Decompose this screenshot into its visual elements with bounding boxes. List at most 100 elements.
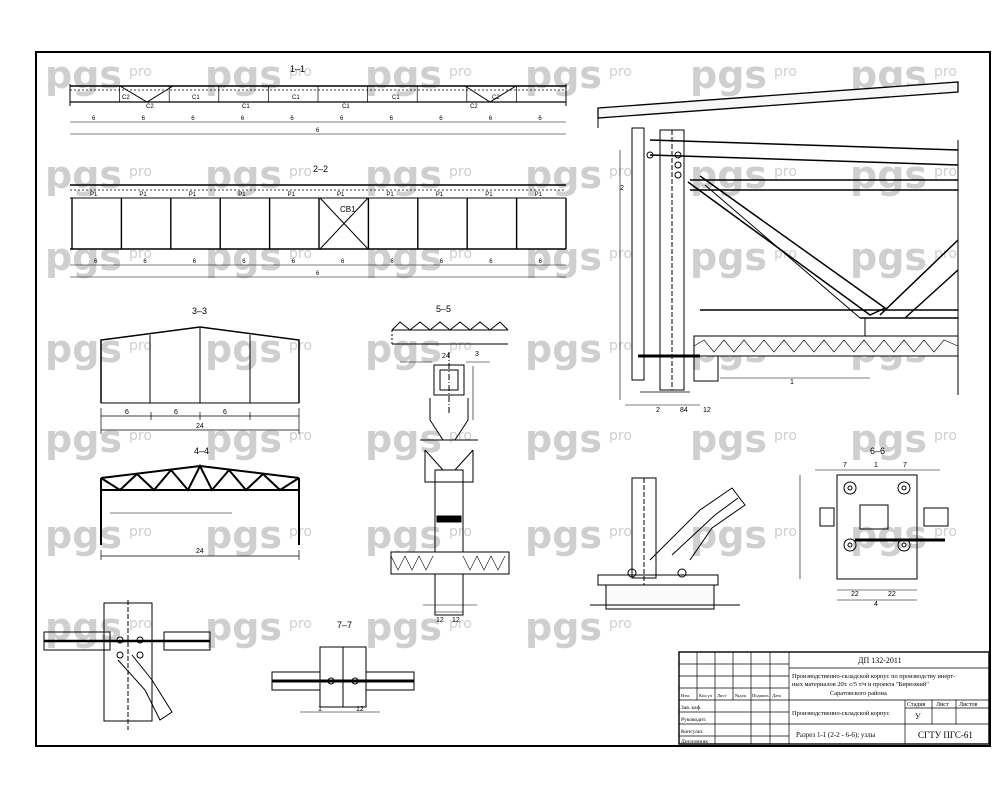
watermark-suffix: pro <box>289 338 312 354</box>
dim-6-6-d: 22 <box>851 591 859 598</box>
watermark-brand: pgs <box>205 417 282 461</box>
post-label: P1 <box>238 192 246 198</box>
post-label: P1 <box>288 192 296 198</box>
watermark-brand: pgs <box>205 605 282 649</box>
watermark-suffix: pro <box>449 524 472 540</box>
section-3-3-label: 3–3 <box>192 306 207 316</box>
watermark-brand: pgs <box>525 513 602 557</box>
sheet-header: Лист <box>936 702 949 708</box>
watermark-suffix: pro <box>609 338 632 354</box>
watermark-suffix: pro <box>289 64 312 80</box>
organization: СГТУ ПГС-61 <box>918 730 973 740</box>
dim-3-3-c: 6 <box>223 409 227 416</box>
title-block: ДП 132-2011 Производственно-складской ко… <box>678 651 990 745</box>
sheets-header: Листов <box>959 702 977 708</box>
watermark-suffix: pro <box>129 428 152 444</box>
section-1-1-label: 1–1 <box>290 64 305 74</box>
watermark-brand: pgs <box>365 513 442 557</box>
dim-4-4-total: 24 <box>196 548 204 555</box>
role-student: Дипломник <box>681 739 708 745</box>
watermark-brand: pgs <box>205 327 282 371</box>
post-label: P1 <box>535 192 543 198</box>
watermark-brand: pgs <box>690 53 767 97</box>
role-consultant: Консульт. <box>681 729 704 735</box>
stage-value: У <box>915 712 921 721</box>
dim-1-1-bay: 6 <box>290 116 294 122</box>
watermark-suffix: pro <box>449 338 472 354</box>
title-description-3: Саратовского района <box>830 690 887 697</box>
watermark-suffix: pro <box>289 616 312 632</box>
title-building: Производственно-складской корпус <box>792 710 890 717</box>
watermark-brand: pgs <box>45 513 122 557</box>
title-description-2: ных материалов 20т. с/5 т/ч и проекта "Б… <box>792 681 929 688</box>
watermark-suffix: pro <box>449 616 472 632</box>
brace-label: C1 <box>342 104 350 110</box>
watermark-brand: pgs <box>690 513 767 557</box>
section-5-5-label: 5–5 <box>436 304 451 314</box>
watermark-brand: pgs <box>365 417 442 461</box>
dim-2-2-bay: 6 <box>440 259 444 265</box>
detail-dim-b: 84 <box>680 407 688 414</box>
watermark-suffix: pro <box>129 616 152 632</box>
dim-1-1-total: 6 <box>316 128 320 134</box>
watermark-suffix: pro <box>449 428 472 444</box>
watermark-suffix: pro <box>289 428 312 444</box>
brace-label: C1 <box>392 95 400 101</box>
dim-1-1-bay: 6 <box>142 116 146 122</box>
detail-dim-e: 2 <box>620 185 624 192</box>
section-7-7: 7–7 <box>271 620 415 713</box>
dim-5-5-b: 3 <box>475 351 479 358</box>
watermark-suffix: pro <box>129 338 152 354</box>
watermark-brand: pgs <box>525 605 602 649</box>
brace-label: C1 <box>292 95 300 101</box>
watermark-suffix: pro <box>289 246 312 262</box>
col-izm: Изм. <box>681 693 690 698</box>
section-4-4-label: 4–4 <box>194 446 209 456</box>
section-7-7-label: 7–7 <box>337 620 352 630</box>
section-5-5: 5–5 <box>390 304 510 616</box>
watermark-brand: pgs <box>850 513 927 557</box>
watermark-suffix: pro <box>774 524 797 540</box>
watermark-suffix: pro <box>609 164 632 180</box>
dim-6-6-f: 4 <box>874 601 878 608</box>
watermark-suffix: pro <box>289 524 312 540</box>
post-label: P1 <box>139 192 147 198</box>
watermark-brand: pgs <box>365 327 442 371</box>
watermark-brand: pgs <box>690 235 767 279</box>
column-bracing-node <box>43 600 211 730</box>
post-label: P1 <box>386 192 394 198</box>
stage-header: Стадия <box>907 702 926 708</box>
dim-2-2-bay: 6 <box>94 259 98 265</box>
dim-5-5-a: 24 <box>442 353 450 360</box>
dim-3-3-b: 6 <box>174 409 178 416</box>
detail-dim-d: 1 <box>790 379 794 386</box>
post-label: P1 <box>337 192 345 198</box>
dim-1-1-bay: 6 <box>340 116 344 122</box>
dim-2-2-bay: 6 <box>143 259 147 265</box>
brace-label: C1 <box>242 104 250 110</box>
watermark-suffix: pro <box>609 524 632 540</box>
watermark-suffix: pro <box>774 64 797 80</box>
watermark-suffix: pro <box>129 64 152 80</box>
dim-5-5-d: 12 <box>452 617 460 624</box>
watermark-brand: pgs <box>365 235 442 279</box>
watermark-brand: pgs <box>690 417 767 461</box>
brace-label-cb1: CB1 <box>340 205 356 214</box>
watermark-suffix: pro <box>774 428 797 444</box>
dim-1-1-bay: 6 <box>439 116 443 122</box>
brace-label: C2 <box>122 95 130 101</box>
watermark-brand: pgs <box>365 605 442 649</box>
watermark-suffix: pro <box>289 164 312 180</box>
dim-7-7-a: 1 <box>318 706 322 713</box>
col-date: Дата <box>772 693 781 698</box>
dim-2-2-bay: 6 <box>292 259 296 265</box>
role-head: Зав. каф. <box>681 704 702 711</box>
dim-3-3-total: 24 <box>196 423 204 430</box>
watermark-suffix: pro <box>934 524 957 540</box>
dim-2-2-bay: 6 <box>539 259 543 265</box>
watermark-brand: pgs <box>525 417 602 461</box>
drawing-frame <box>35 51 991 747</box>
watermark-suffix: pro <box>129 246 152 262</box>
brace-label: C1 <box>192 95 200 101</box>
